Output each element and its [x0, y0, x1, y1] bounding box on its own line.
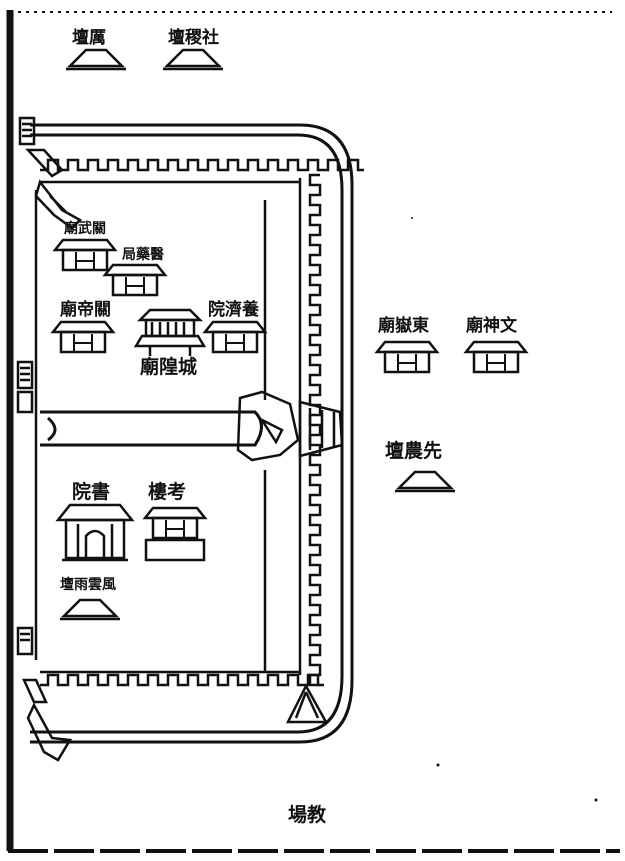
label-exam-tower: 樓考 — [148, 481, 187, 503]
exam-tower-hall-icon — [143, 506, 207, 540]
label-parade-ground: 場教 — [288, 804, 327, 826]
label-medicine-bureau: 局藥醫 — [122, 247, 164, 263]
temple-left-hall-icon — [51, 320, 115, 354]
label-academy: 院書 — [72, 481, 111, 503]
label-altar-fengyun: 壇雨雲風 — [60, 577, 116, 593]
label-temple-guandi: 廟武關 — [64, 221, 106, 237]
ink-specks — [180, 217, 598, 802]
altar-li-icon — [64, 48, 128, 71]
temple-wenshen-hall-icon — [464, 340, 528, 374]
medicine-bureau-hall-icon — [103, 263, 167, 297]
label-temple-left: 廟帝關 — [60, 300, 111, 320]
main-street — [40, 410, 263, 447]
temple-guandi-hall-icon — [53, 238, 117, 272]
altar-sheji-icon — [161, 48, 225, 71]
south-gate — [16, 626, 73, 762]
academy-building-icon — [55, 503, 135, 562]
poorhouse-hall-icon — [203, 320, 267, 354]
city-god-temple-icon — [133, 308, 207, 356]
altar-xiannong-icon — [393, 470, 457, 493]
temple-east-hall-icon — [375, 340, 439, 374]
label-temple-east: 廟嶽東 — [378, 316, 429, 336]
corner-tower — [285, 683, 329, 724]
label-altar-sheji: 壇稷社 — [168, 28, 219, 48]
label-temple-wenshen: 廟神文 — [466, 316, 517, 336]
label-altar-li: 壇厲 — [72, 28, 106, 48]
outer-frame — [6, 10, 620, 853]
north-gate — [18, 116, 83, 230]
east-gate — [236, 390, 344, 462]
label-poorhouse: 院濟養 — [208, 300, 259, 320]
west-gate — [16, 360, 34, 414]
label-altar-xiannong: 壇農先 — [385, 440, 443, 462]
moat-walls — [30, 123, 354, 744]
altar-fengyun-icon — [58, 598, 122, 621]
label-city-god-temple: 廟隍城 — [140, 356, 198, 378]
exam-tower-base-icon — [144, 538, 206, 562]
